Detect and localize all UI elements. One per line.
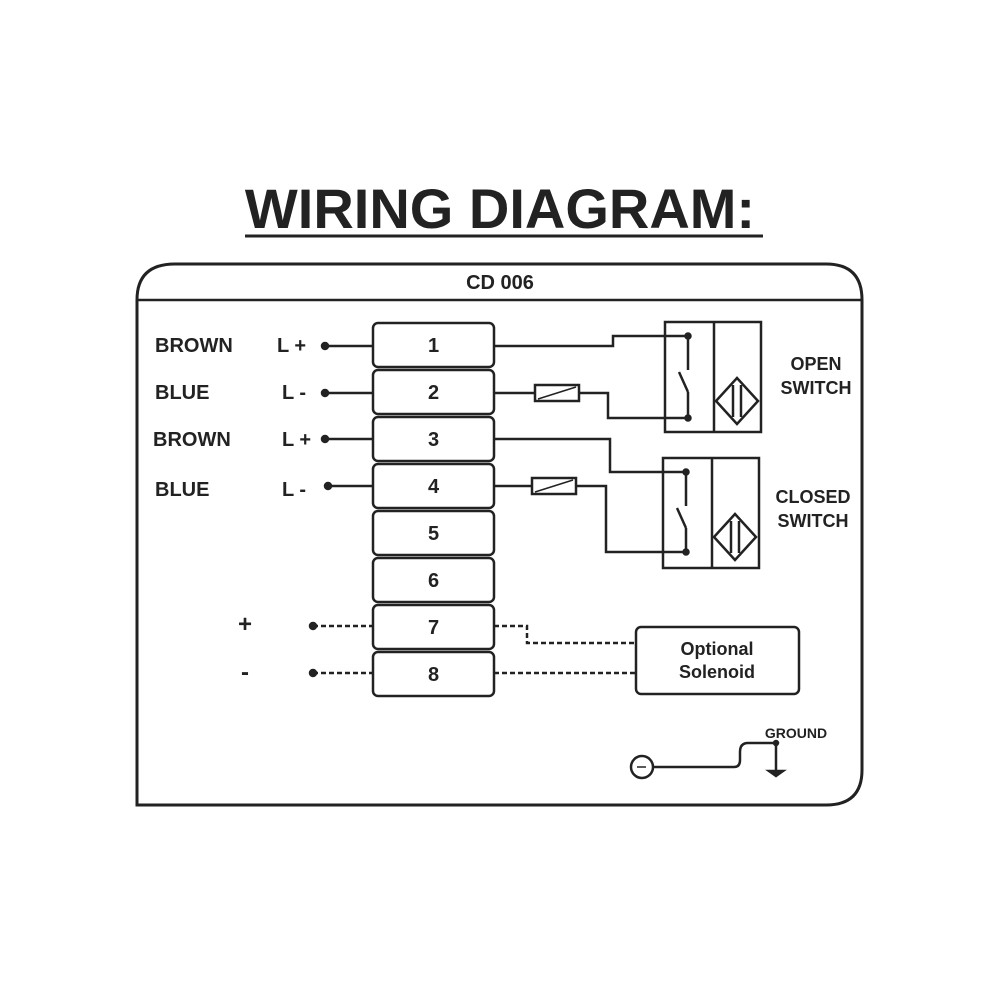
wire-color-label: BLUE	[155, 479, 209, 501]
solenoid-minus-label: -	[241, 659, 249, 686]
terminal-3: 3	[371, 415, 496, 463]
solenoid-label-line2: Solenoid	[679, 662, 755, 682]
left-leads	[308, 341, 373, 678]
ground-arrow-icon	[765, 769, 787, 778]
wire-t4b	[576, 484, 684, 554]
closed-switch-label-line2: SWITCH	[778, 511, 849, 531]
page-title: WIRING DIAGRAM:	[245, 177, 755, 240]
solenoid-wire-plus	[494, 624, 636, 645]
wire-polarity-label: L +	[277, 335, 306, 357]
ground-node	[772, 739, 780, 747]
open-switch	[663, 320, 763, 434]
wire-color-label: BROWN	[153, 429, 231, 451]
switch-node	[682, 548, 690, 556]
panel-frame	[135, 262, 864, 807]
wire-t2b	[579, 391, 686, 420]
solenoid-box	[634, 625, 801, 696]
terminal-6: 6	[371, 556, 496, 604]
ground-wire	[653, 741, 776, 769]
wire-polarity-label: L -	[282, 382, 306, 404]
terminal-number: 2	[428, 382, 439, 404]
terminal-box	[371, 509, 496, 557]
terminal-8: 8	[371, 650, 496, 698]
terminal-box	[371, 556, 496, 604]
terminal-7: 7	[371, 603, 496, 651]
open-switch-label-line1: OPEN	[790, 354, 841, 374]
terminal-number: 5	[428, 523, 439, 545]
switch-blade	[677, 371, 690, 393]
terminal-2: 2	[371, 368, 496, 416]
switch-node	[684, 332, 692, 340]
terminal-number: 6	[428, 570, 439, 592]
ground-symbol	[629, 739, 787, 780]
wire-labels: BROWN L + BLUE L - BROWN L + BLUE L - + …	[153, 335, 311, 686]
closed-switch-label-line1: CLOSED	[775, 487, 850, 507]
terminal-number: 1	[428, 335, 439, 357]
solenoid-wiring	[494, 624, 636, 675]
solenoid-plus-label: +	[238, 611, 252, 638]
terminal-1: 1	[371, 321, 496, 369]
resistor-slash	[534, 479, 574, 493]
switch-node	[682, 468, 690, 476]
switch-wiring	[494, 334, 686, 554]
terminal-4: 4	[371, 462, 496, 510]
sensor-diamond-icon	[714, 376, 760, 426]
terminal-number: 4	[428, 476, 440, 498]
terminal-number: 7	[428, 617, 439, 639]
wire-t3	[494, 437, 684, 474]
open-switch-label-line2: SWITCH	[781, 378, 852, 398]
sensor-diamond-icon	[712, 512, 758, 562]
panel-model-label: CD 006	[466, 272, 534, 294]
solenoid-label-line1: Optional	[681, 639, 754, 659]
switch-blade	[675, 507, 688, 529]
closed-switch	[661, 456, 761, 570]
ground-label: GROUND	[765, 725, 827, 741]
switch-node	[684, 414, 692, 422]
wire-t1	[494, 334, 686, 348]
terminal-number: 3	[428, 429, 439, 451]
terminal-block: 1 2 3 4 5 6 7 8	[371, 321, 496, 698]
wire-color-label: BROWN	[155, 335, 233, 357]
wire-polarity-label: L -	[282, 479, 306, 501]
resistor-slash	[537, 386, 577, 400]
terminal-number: 8	[428, 664, 439, 686]
terminal-5: 5	[371, 509, 496, 557]
wire-polarity-label: L +	[282, 429, 311, 451]
wire-color-label: BLUE	[155, 382, 209, 404]
